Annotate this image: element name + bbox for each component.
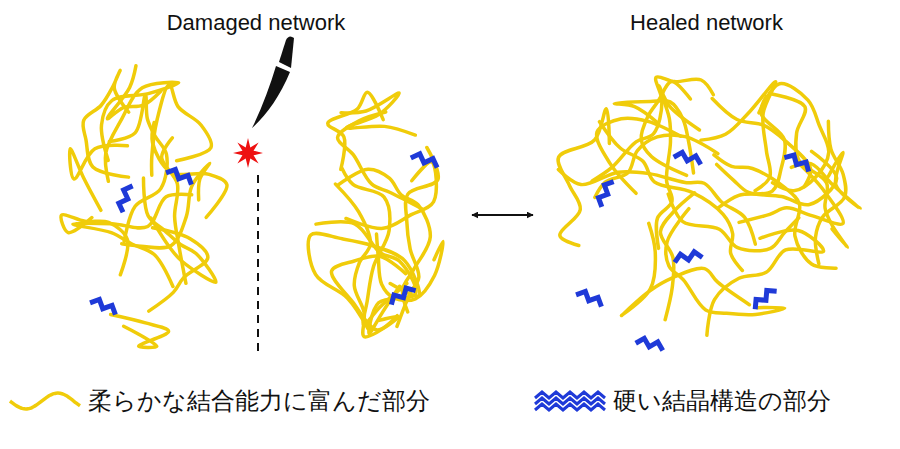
- healed-network: [558, 77, 860, 336]
- legend-entry: 硬い結晶構造の部分: [533, 378, 831, 424]
- crystal-sample: [533, 386, 607, 416]
- polymer-chain: [558, 109, 609, 246]
- chain-sample: [8, 386, 82, 416]
- polymer-chain: [109, 95, 167, 242]
- network-panel: Damaged network: [40, 10, 472, 355]
- legend-label: 柔らかな結合能力に富んだ部分: [88, 385, 430, 417]
- damaged-network-right: [308, 92, 443, 337]
- polymer-chain: [595, 135, 718, 198]
- polymer-chain: [83, 70, 129, 177]
- polymer-chain: [341, 93, 415, 135]
- polymer-chain: [592, 77, 713, 181]
- polymer-chain: [622, 223, 750, 315]
- crystal-segment: [90, 296, 118, 314]
- polymer-chain: [719, 96, 786, 207]
- crystal-segment: [636, 337, 665, 351]
- crystal-segment: [576, 288, 604, 306]
- crystal-segments: [90, 151, 812, 351]
- polymer-chain: [717, 151, 837, 205]
- crystal-segment: [411, 151, 440, 167]
- crystal-segment: [595, 179, 613, 207]
- crystal-segment: [751, 286, 777, 309]
- polymer-chain: [308, 233, 419, 328]
- crystal-segment: [674, 151, 703, 165]
- polymer-chain: [61, 215, 128, 275]
- polymer-chain: [162, 138, 186, 283]
- knife-icon: [252, 36, 294, 128]
- polymer-chain: [152, 122, 227, 217]
- polymer-chain: [122, 163, 210, 248]
- polymer-chain: [666, 209, 785, 315]
- crystal-segment: [116, 183, 132, 212]
- crystal-segment: [674, 251, 703, 263]
- panel-heading: Healed network: [533, 10, 880, 36]
- network-panel: Healed network: [533, 10, 880, 355]
- double-arrow: [472, 214, 533, 216]
- polymer-chain: [770, 94, 848, 248]
- legend: 柔らかな結合能力に富んだ部分 硬い結晶構造の部分: [0, 378, 900, 424]
- polymer-chain: [111, 314, 169, 347]
- damage-star: [233, 138, 263, 168]
- crystal-segment: [388, 285, 416, 305]
- legend-label: 硬い結晶構造の部分: [613, 385, 831, 417]
- crystal-segment: [166, 166, 194, 184]
- crystal-segment: [784, 152, 812, 172]
- polymer-chain: [707, 230, 824, 335]
- panel-heading: Damaged network: [40, 10, 472, 36]
- legend-entry: 柔らかな結合能力に富んだ部分: [8, 378, 430, 424]
- damaged-network-left: [61, 66, 227, 348]
- cut-line: [257, 175, 259, 352]
- polymer-chain: [815, 121, 845, 263]
